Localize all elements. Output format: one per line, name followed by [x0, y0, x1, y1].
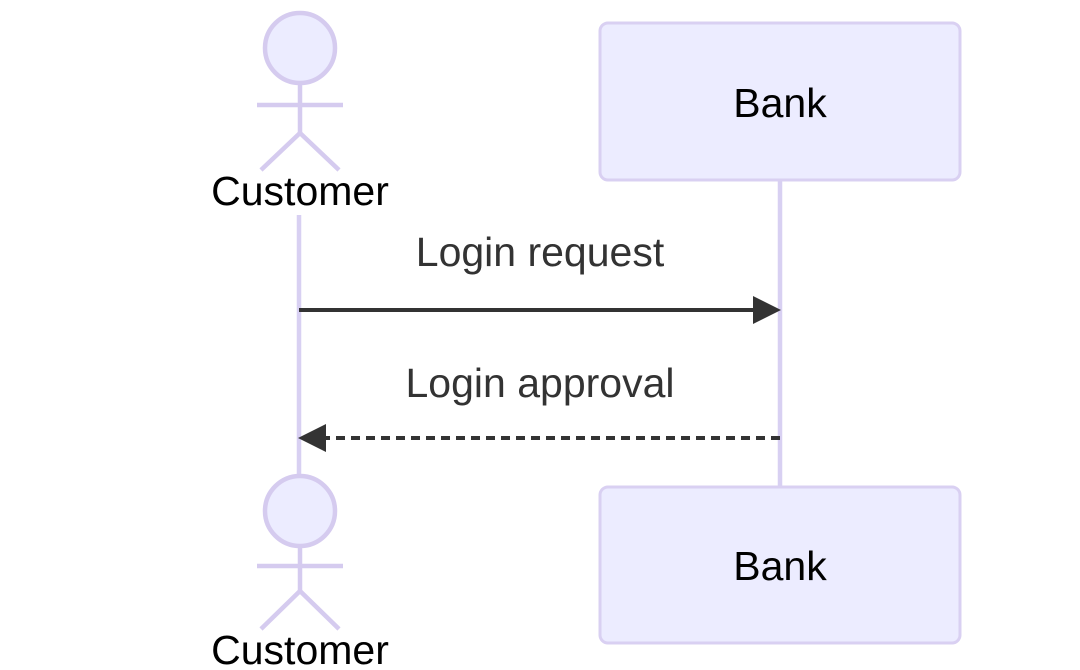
actor-customer-bottom: Customer — [211, 473, 389, 670]
participant-bank-top-box — [598, 21, 962, 182]
participant-bank-bottom-label: Bank — [733, 543, 827, 589]
message-login-request-label: Login request — [416, 229, 665, 275]
participant-bank-top: Bank — [598, 21, 962, 182]
message-login-approval-label: Login approval — [406, 360, 675, 406]
actor-head-icon — [262, 473, 338, 549]
participant-bank-bottom: Bank — [598, 485, 962, 645]
participant-bank-bottom-box — [598, 485, 962, 645]
message-login-request: Login request — [299, 229, 781, 324]
actor-head-icon — [262, 10, 338, 86]
message-login-approval: Login approval — [298, 360, 780, 452]
arrowhead-right-icon — [753, 296, 781, 324]
actor-customer-top: Customer — [211, 10, 389, 214]
actor-left-leg-line — [259, 131, 302, 172]
arrowhead-left-icon — [298, 424, 326, 452]
actor-customer-bottom-label: Customer — [211, 627, 389, 670]
participant-bank-top-label: Bank — [733, 80, 827, 126]
actor-left-leg-line — [259, 589, 302, 631]
actor-right-leg-line — [298, 589, 341, 631]
actor-customer-top-label: Customer — [211, 168, 389, 214]
actor-right-leg-line — [298, 131, 341, 172]
